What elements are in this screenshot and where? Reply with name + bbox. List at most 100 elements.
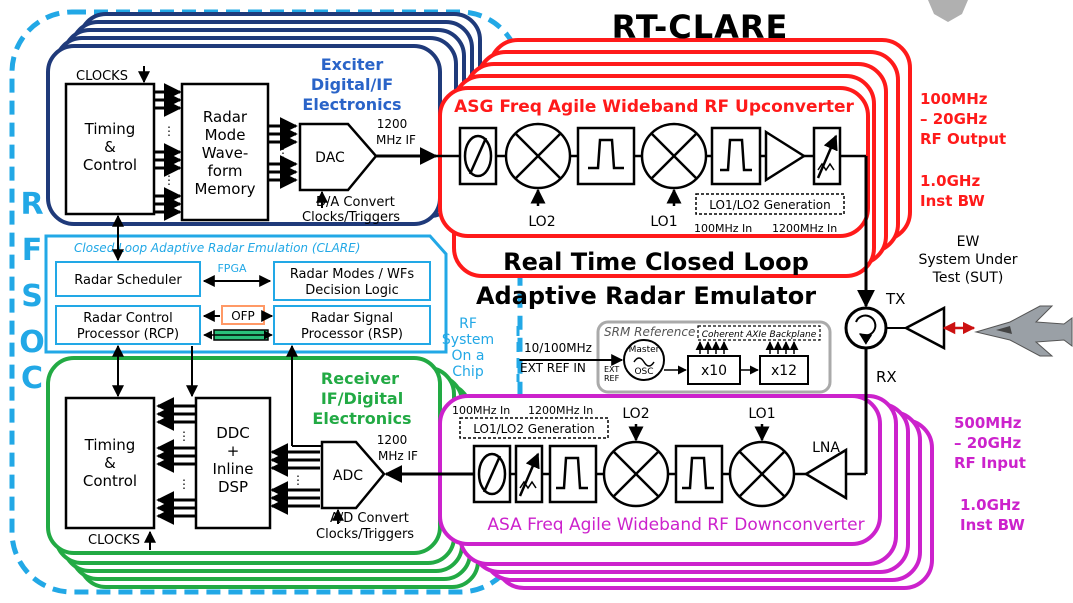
ddc-text: DSP [218, 478, 248, 496]
up-lo-in-100: 100MHz In [694, 222, 752, 235]
rfsoc-letter: R [20, 187, 43, 222]
radar-modes-label: Radar Modes / WFs Decision Logic [290, 267, 415, 298]
bandpass-filter-icon [576, 126, 636, 186]
bandpass-filter-icon [548, 444, 598, 504]
inst-bw-top-label: 1.0GHz Inst BW [920, 172, 985, 210]
osc-text: OSC [634, 367, 653, 377]
rsp-label: Radar Signal Processor (RSP) [301, 311, 403, 342]
lna-label: LNA [812, 440, 840, 456]
srm-title: SRM Reference [604, 325, 695, 339]
exciter-title: Exciter Digital/IF Electronics [302, 55, 401, 114]
memory-text: Radar [203, 108, 248, 126]
receiver-title-text: IF/Digital [321, 389, 403, 408]
rx-timing-text: Timing [84, 436, 136, 454]
rsp-block [273, 305, 431, 345]
ellipsis: ⋮ [178, 429, 190, 443]
convert-text: A/D Convert [330, 511, 409, 526]
clare-title: Closed Loop Adaptive Radar Emulation (CL… [74, 241, 360, 255]
ellipsis: ⋮ [163, 173, 175, 187]
inst-bw-text: 1.0GHz [920, 172, 980, 190]
adc-block [320, 440, 386, 510]
modes-text: Radar Modes / WFs [290, 267, 415, 282]
ddc-text: DDC [216, 424, 250, 442]
ellipsis: ⋮ [163, 124, 175, 138]
radar-scheduler-block [55, 261, 201, 297]
center-title: Real Time Closed Loop Adaptive Radar Emu… [476, 248, 816, 310]
if-text: MHz IF [378, 449, 418, 463]
up-lo-gen-box [695, 193, 845, 215]
memory-text: Mode [205, 126, 246, 144]
rfsoc-letter: S [21, 279, 43, 314]
if-text: 1200 [377, 117, 408, 131]
master-osc-icon [623, 339, 665, 381]
receiver-title: Receiver IF/Digital Electronics [312, 369, 411, 428]
exciter-timing-text: Timing [84, 120, 136, 138]
aircraft-icon [974, 305, 1073, 357]
rfsoc-label: R F S O C [19, 187, 45, 396]
rcp-text: Processor (RCP) [77, 327, 179, 342]
rf-output-text: RF Output [920, 130, 1006, 148]
exciter-title-text: Exciter [321, 55, 384, 74]
rf-output-label: 100MHz – 20GHz RF Output [920, 90, 1006, 148]
x10-label: x10 [701, 363, 727, 379]
antenna-amp-icon [903, 305, 946, 351]
adc-label: ADC [333, 468, 363, 484]
inst-bw-text: Inst BW [960, 516, 1025, 534]
down-lo-in-1200: 1200MHz In [528, 404, 593, 417]
down-lo-gen-label: LO1/LO2 Generation [473, 422, 594, 436]
sut-text: System Under [918, 252, 1017, 268]
rf-output-text: 100MHz [920, 90, 988, 108]
if-text: MHz IF [376, 133, 416, 147]
rf-chip-text: On a [452, 348, 485, 364]
down-lo2-label: LO2 [622, 406, 649, 422]
ddc-label: DDC + Inline DSP [212, 424, 253, 496]
srm-ext-ref: EXT REF [604, 365, 620, 383]
center-title-line: Adaptive Radar Emulator [476, 282, 816, 310]
circulator-icon [844, 306, 888, 350]
exciter-title-text: Electronics [302, 95, 401, 114]
osc-text: Master [629, 345, 660, 355]
if-text: 1200 [377, 433, 408, 447]
sut-label: EW System Under Test (SUT) [918, 234, 1017, 286]
exciter-title-text: Digital/IF [311, 75, 393, 94]
rf-input-text: 500MHz [954, 414, 1022, 432]
receiver-timing-label: Timing & Control [83, 436, 137, 490]
exciter-timing-text: & [104, 138, 116, 156]
backplane-label: Coherent AXIe Backplane [702, 330, 817, 340]
rf-system-chip-label: RF System On a Chip [442, 316, 494, 380]
waveform-memory-block [180, 82, 270, 222]
ddc-text: + [227, 442, 240, 460]
exciter-timing-block [64, 82, 156, 216]
exciter-timing-label: Timing & Control [83, 120, 137, 174]
rf-chip-text: Chip [452, 364, 484, 380]
rfsoc-outline [9, 9, 523, 595]
sut-text: Test (SUT) [932, 270, 1004, 286]
rf-output-text: – 20GHz [920, 110, 987, 128]
ext-in-text: 10/100MHz [524, 341, 592, 355]
convert-text: Clocks/Triggers [302, 210, 400, 225]
exciter-bus-arrows [154, 83, 298, 221]
rx-timing-text: Control [83, 472, 137, 490]
dac-label: DAC [315, 150, 345, 166]
receiver-timing-block [64, 396, 156, 530]
receiver-bus-arrows [156, 397, 320, 525]
receiver-clocks-label: CLOCKS [88, 533, 140, 548]
rf-input-text: – 20GHz [954, 434, 1021, 452]
up-lo2-label: LO2 [528, 214, 555, 230]
down-lo-in-100: 100MHz In [452, 404, 510, 417]
bandpass-filter-icon [674, 444, 724, 504]
rfsoc-letter: F [22, 233, 43, 268]
waveform-memory-label: Radar Mode Wave- form Memory [194, 108, 255, 198]
x12-block [759, 355, 809, 385]
radar-modes-block [273, 261, 431, 301]
rcp-text: Radar Control [83, 311, 172, 326]
exciter-clocks-label: CLOCKS [76, 69, 128, 84]
x12-label: x12 [771, 363, 797, 379]
amplifier-icon [764, 129, 807, 183]
upconverter-chain [436, 122, 866, 190]
receiver-title-text: Receiver [321, 369, 399, 388]
memory-text: Memory [194, 180, 255, 198]
rf-chip-text: System [442, 332, 494, 348]
